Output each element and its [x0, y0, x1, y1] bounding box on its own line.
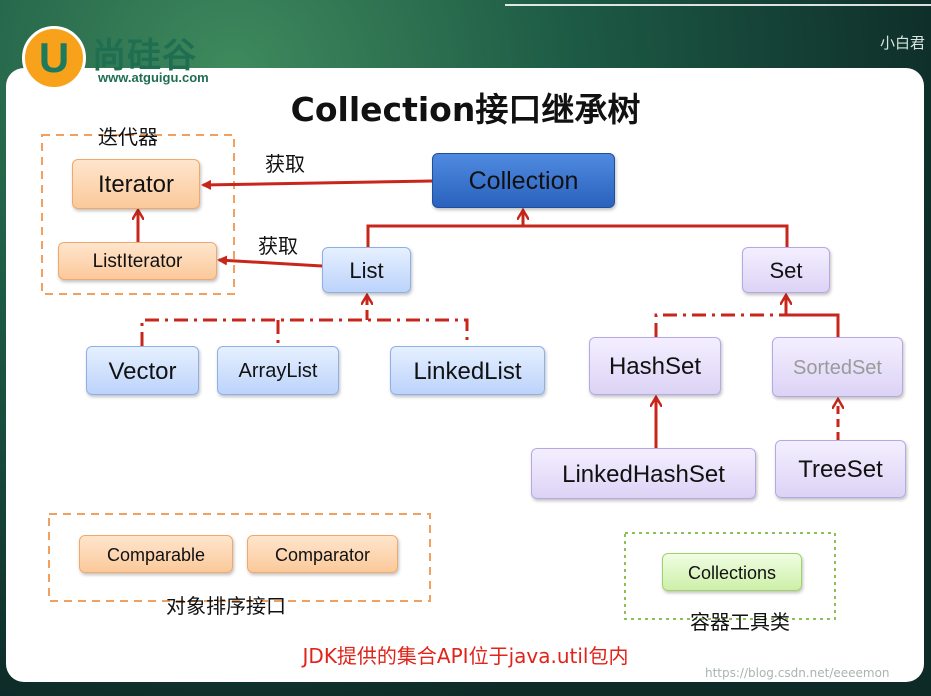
atguigu-logo: U 尚硅谷 www.atguigu.com: [22, 20, 242, 90]
edge-collection-iterator: [201, 179, 433, 190]
node-arraylist: ArrayList: [217, 346, 339, 395]
diagram-title: Collection接口继承树: [290, 90, 641, 129]
footer-note: JDK提供的集合API位于java.util包内: [302, 644, 629, 668]
edge-sortedset-set: [786, 313, 840, 337]
watermark: https://blog.csdn.net/eeeemon: [705, 666, 890, 680]
sort-group-box: [48, 513, 431, 602]
edge-list-listiterator: [217, 255, 323, 268]
corner-text: 小白君: [880, 34, 926, 52]
node-treeset: TreeSet: [775, 440, 906, 498]
node-comparator: Comparator: [247, 535, 398, 573]
top-edge-line: [505, 4, 931, 6]
edge-label-list-listiterator: 获取: [258, 234, 298, 258]
node-linkedlist: LinkedList: [390, 346, 545, 395]
node-sortedset: SortedSet: [772, 337, 903, 397]
node-linkedhashset: LinkedHashSet: [531, 448, 756, 499]
edge-list-set-collection: [366, 224, 789, 247]
logo-letter: U: [38, 34, 70, 81]
node-iterator: Iterator: [72, 159, 200, 209]
iterator-group-label: 迭代器: [98, 125, 158, 149]
iterator-group-box: [41, 134, 235, 295]
edge-list-implementations: [140, 318, 469, 346]
node-collections: Collections: [662, 553, 802, 591]
edge-label-collection-iterator: 获取: [265, 152, 305, 176]
sort-group-label: 对象排序接口: [166, 594, 286, 618]
node-collection: Collection: [432, 153, 615, 208]
logo-url: www.atguigu.com: [98, 70, 209, 85]
node-vector: Vector: [86, 346, 199, 395]
node-comparable: Comparable: [79, 535, 233, 573]
node-listiterator: ListIterator: [58, 242, 217, 280]
node-hashset: HashSet: [589, 337, 721, 395]
node-set: Set: [742, 247, 830, 293]
logo-chinese-name: 尚硅谷: [92, 36, 197, 76]
util-group-box: [624, 532, 836, 620]
util-group-label: 容器工具类: [690, 610, 790, 634]
edge-hashset-set: [654, 313, 786, 337]
node-list: List: [322, 247, 411, 293]
logo-circle: [22, 26, 86, 90]
